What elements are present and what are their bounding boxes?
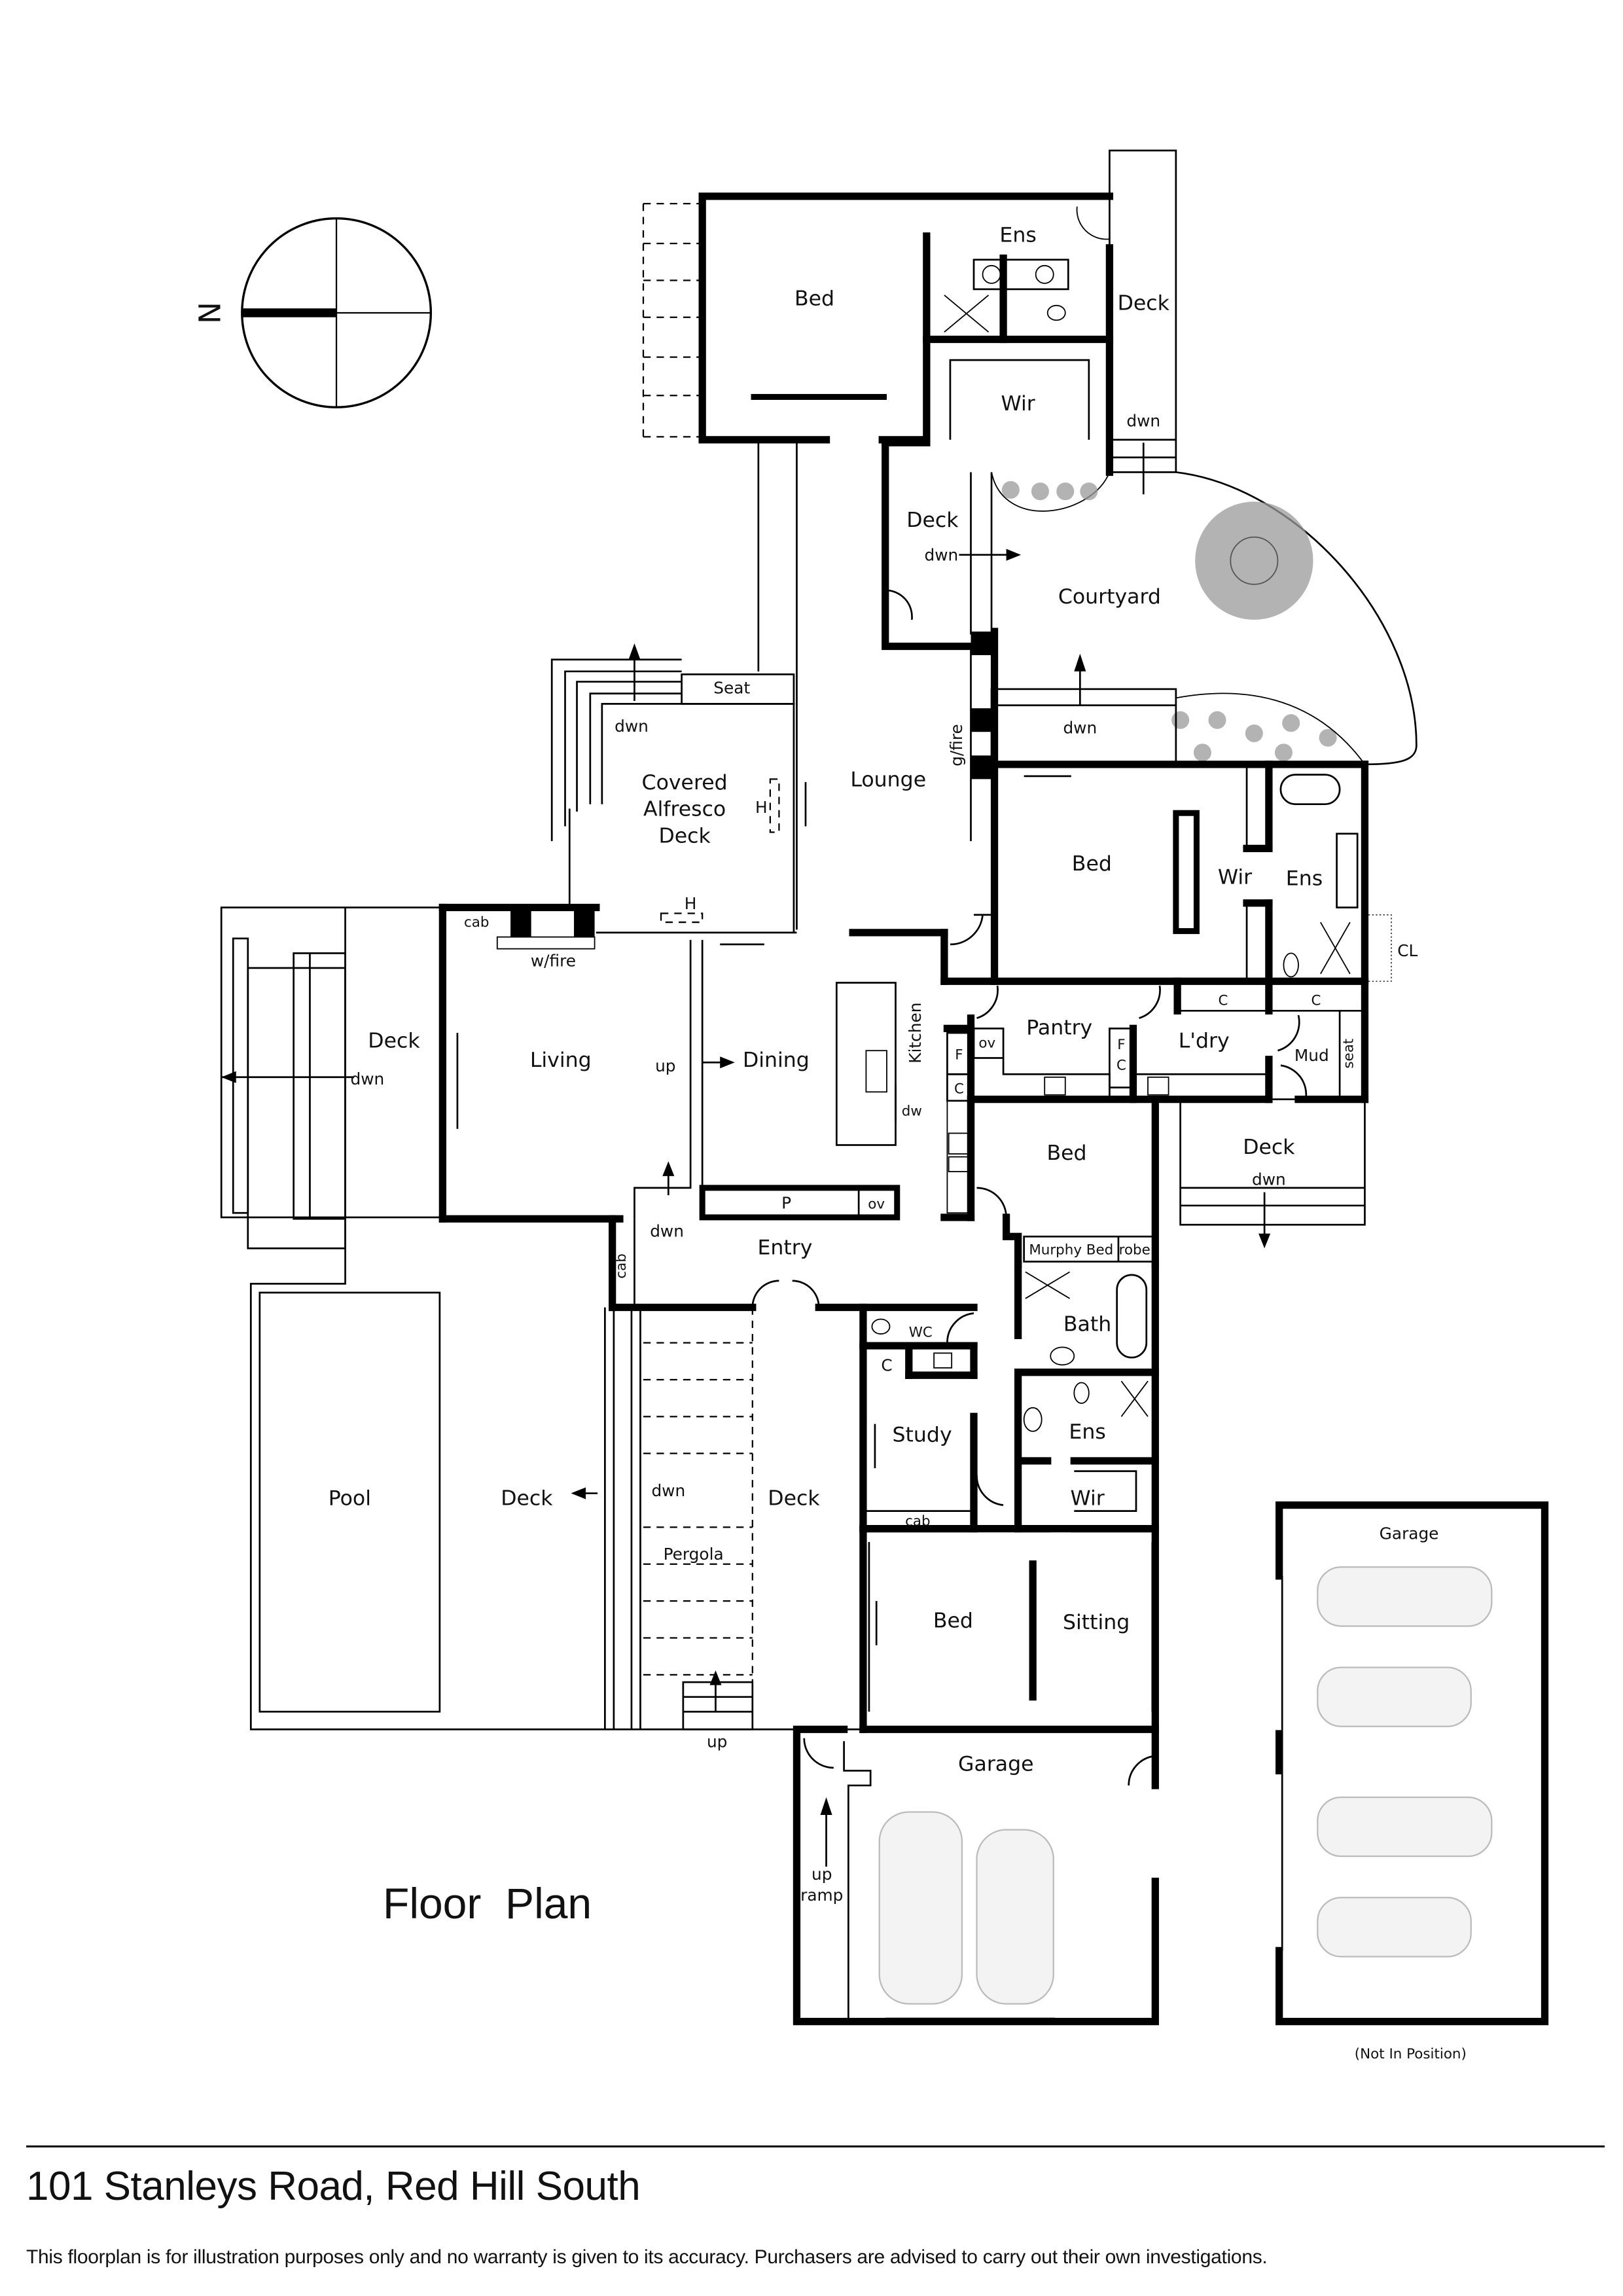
alternate-garage: Garage (Not In Position) [1275, 1501, 1549, 2062]
compass-icon: N [193, 217, 433, 408]
label-wood-fire: w/fire [531, 952, 576, 971]
room-label-pool-deck: Deck [501, 1487, 553, 1511]
label-pergola-down: dwn [651, 1481, 685, 1500]
label-oven-2: ov [978, 1035, 995, 1052]
label-ramp-up: up [812, 1865, 832, 1884]
room-label-main-garage: Garage [958, 1752, 1034, 1776]
label-courtyard-deck-down: dwn [925, 546, 959, 565]
room-label-dining: Dining [743, 1049, 810, 1072]
room-label-pantry: Pantry [1026, 1016, 1092, 1039]
room-label-bath: Bath [1063, 1313, 1111, 1336]
label-oven-1: ov [868, 1196, 885, 1212]
room-label-bed4: Bed [933, 1609, 973, 1633]
room-label-east-deck: Deck [1243, 1136, 1295, 1159]
label-mud-seat: seat [1340, 1039, 1357, 1069]
label-not-in-position: (Not In Position) [1355, 2046, 1467, 2062]
plan-title: Floor Plan [383, 1879, 592, 1928]
label-entry-down: dwn [650, 1221, 684, 1240]
room-label-master-deck: Deck [1118, 291, 1170, 315]
room-label-alt-garage: Garage [1380, 1524, 1439, 1543]
room-label-wir3: Wir [1070, 1487, 1104, 1511]
room-label-master-ensuite: Ens [999, 224, 1036, 247]
label-heater-2: H [685, 894, 697, 913]
balcony-dashed-outline [642, 202, 703, 438]
tree-icon [1195, 501, 1313, 620]
label-heater-1: H [755, 798, 768, 817]
lounge-alfresco: Seat dwn Covered Alfresco Deck H H Loung… [550, 442, 999, 985]
label-cupboard-2: C [1116, 1058, 1126, 1074]
room-label-kitchen: Kitchen [906, 1003, 925, 1064]
label-fridge-2: F [1117, 1037, 1125, 1053]
label-cupboard-4: C [1311, 992, 1321, 1009]
label-dishwasher: dw [902, 1103, 922, 1119]
label-murphy-bed: Murphy Bed [1029, 1242, 1113, 1258]
label-alfresco-down: dwn [615, 717, 649, 736]
label-west-deck-down: dwn [351, 1069, 385, 1088]
car-icon [1317, 1566, 1493, 1958]
room-label-ens3: Ens [1069, 1420, 1105, 1444]
room-label-study: Study [893, 1424, 952, 1447]
room-label-entry: Entry [757, 1236, 812, 1259]
label-courtyard-steps-down: dwn [1063, 718, 1097, 737]
room-label-wc: WC [909, 1325, 933, 1341]
disclaimer-text: This floorplan is for illustration purpo… [26, 2246, 1268, 2268]
label-seat: Seat [713, 679, 750, 698]
room-label-bed3: Bed [1046, 1141, 1086, 1165]
label-fireplace-cab: cab [464, 914, 489, 931]
property-address: 101 Stanleys Road, Red Hill South [26, 2164, 641, 2209]
bed4-sitting: Bed Sitting [859, 1541, 1159, 1733]
label-living-up: up [655, 1056, 675, 1075]
room-label-laundry: L'dry [1179, 1030, 1230, 1053]
label-study-cab: cab [905, 1513, 930, 1530]
room-label-pool: Pool [329, 1487, 371, 1511]
label-pantry-cupboard: P [781, 1193, 791, 1212]
label-gas-fire: g/fire [947, 724, 966, 766]
pergola-dashed-grid [643, 1307, 753, 1683]
room-label-living: Living [530, 1049, 592, 1072]
label-master-deck-down: dwn [1126, 412, 1160, 431]
compass-north-label: N [193, 302, 228, 324]
car-icon [878, 1811, 1054, 2005]
courtyard-area: Deck dwn Courtyard dwn [882, 439, 1418, 766]
room-label-bed2-wir: Wir [1218, 865, 1252, 889]
label-cl: CL [1397, 941, 1418, 960]
room-label-sitting: Sitting [1063, 1611, 1130, 1634]
label-cupboard-3: C [1219, 992, 1228, 1009]
label-pergola-up: up [707, 1732, 727, 1751]
label-pergola: Pergola [664, 1545, 724, 1564]
label-ramp: ramp [800, 1886, 843, 1905]
room-label-lounge: Lounge [850, 768, 926, 792]
label-cupboard-1: C [954, 1081, 964, 1098]
room-label-alfresco-line3: Deck [658, 824, 711, 848]
label-entry-cab: cab [613, 1253, 630, 1278]
room-label-alfresco-line2: Alfresco [643, 798, 726, 821]
label-east-deck-down: dwn [1252, 1170, 1286, 1189]
room-label-courtyard-deck: Deck [906, 509, 959, 532]
room-label-bed2: Bed [1072, 852, 1112, 876]
footer-divider [26, 2145, 1605, 2147]
master-suite: Bed Ens Wir Deck dwn [642, 149, 1177, 495]
room-label-alfresco-line1: Covered [642, 771, 728, 795]
bed3-east-deck: Bed Murphy Bed robe Deck dwn [967, 1095, 1366, 1268]
living-west-deck: Deck dwn cab w/fire Living up Dining P o… [220, 903, 901, 1249]
label-cupboard-5: C [881, 1355, 892, 1374]
room-label-west-deck: Deck [368, 1030, 420, 1053]
room-label-courtyard: Courtyard [1058, 585, 1161, 609]
shrubs-icon [1001, 480, 1366, 765]
room-label-mud: Mud [1294, 1046, 1329, 1065]
bed2-suite: Bed Wir Ens CL [940, 761, 1418, 985]
entry-wing: dwn cab Entry WC C Bath Ens Study cab Wi… [609, 1215, 1159, 1733]
label-robe: robe [1119, 1242, 1150, 1258]
label-fridge-1: F [955, 1047, 963, 1064]
pool-deck-area: Pool Deck dwn Pergola Deck up [249, 1219, 863, 1751]
room-label-master-wir: Wir [1001, 392, 1035, 416]
room-label-center-deck: Deck [768, 1487, 820, 1511]
room-label-bed2-ensuite: Ens [1286, 867, 1323, 891]
main-garage: Garage up ramp [793, 1725, 1159, 2026]
room-label-master-bed: Bed [794, 287, 834, 311]
